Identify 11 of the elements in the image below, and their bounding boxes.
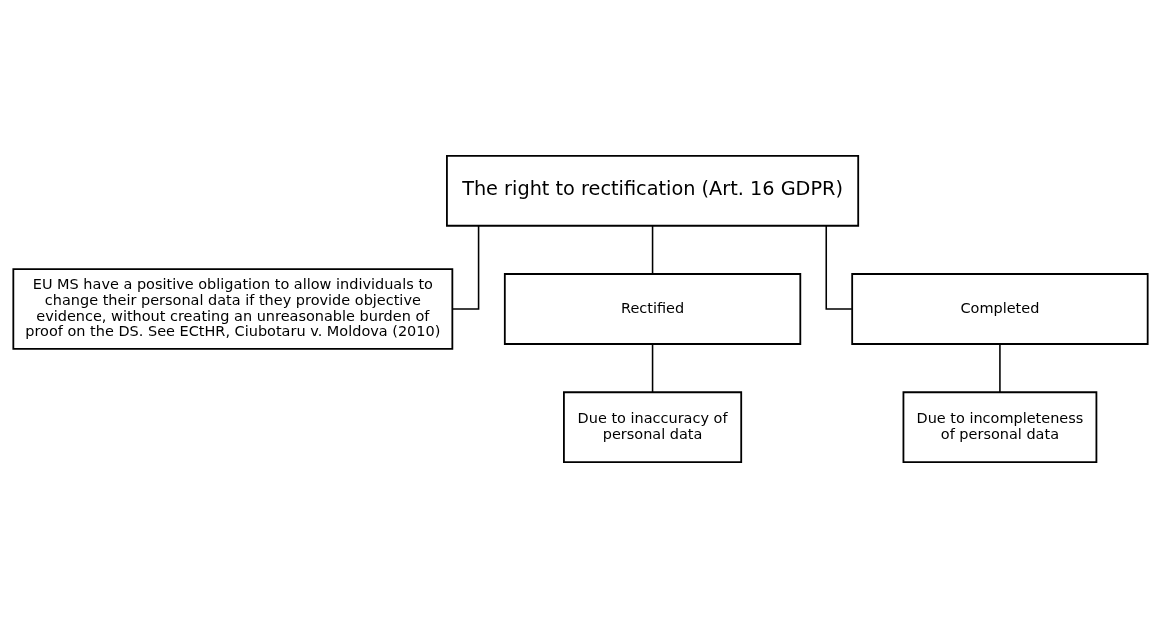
node-box: Due to inaccuracy of personal data xyxy=(563,390,743,463)
node-box: The right to rectification (Art. 16 GDPR) xyxy=(446,154,860,227)
node-box: Rectified xyxy=(503,272,802,345)
node-box: EU MS have a positive obligation to allow individuals to change their personal data if they provide objective evidence, without creating an unreasonable burden of proof on the DS. See ECtHR, Ciubotaru v. Moldova (2010) xyxy=(12,267,454,350)
connector xyxy=(451,224,480,310)
connector xyxy=(999,342,1001,393)
connector xyxy=(651,342,654,393)
node-box: Due to incompleteness of personal data xyxy=(902,390,1098,463)
connector xyxy=(825,224,853,310)
node-box: Completed xyxy=(851,272,1149,345)
connector xyxy=(651,224,654,275)
